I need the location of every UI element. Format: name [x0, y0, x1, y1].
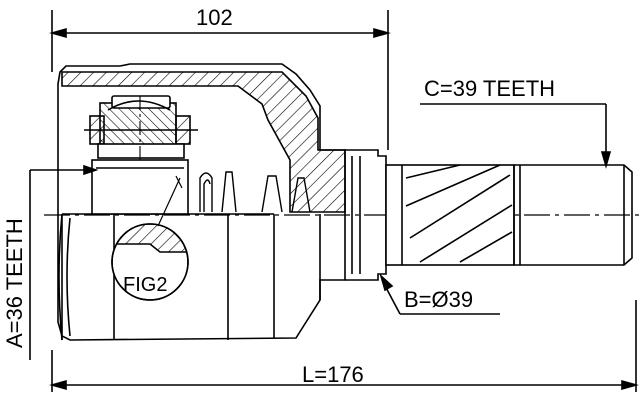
tripod-spider	[91, 159, 189, 215]
leader-b-dia	[379, 273, 500, 315]
dimension-label-a-teeth: A=36 TEETH	[2, 218, 27, 348]
dimension-label-total-length: L=176	[302, 362, 364, 387]
dimension-line-102	[49, 10, 391, 150]
dimension-label-b-diameter: B=Ø39	[404, 287, 474, 312]
snap-rings	[199, 171, 311, 213]
figure-label: FIG2	[123, 274, 168, 296]
dimension-label-c-teeth: C=39 TEETH	[424, 76, 556, 101]
fig2-callout	[111, 175, 189, 301]
roller-bearing	[84, 95, 198, 160]
dimension-label-102: 102	[196, 5, 233, 30]
dimension-line-l	[49, 300, 639, 392]
leader-c-teeth	[420, 103, 612, 169]
dimension-line-a	[29, 164, 99, 360]
